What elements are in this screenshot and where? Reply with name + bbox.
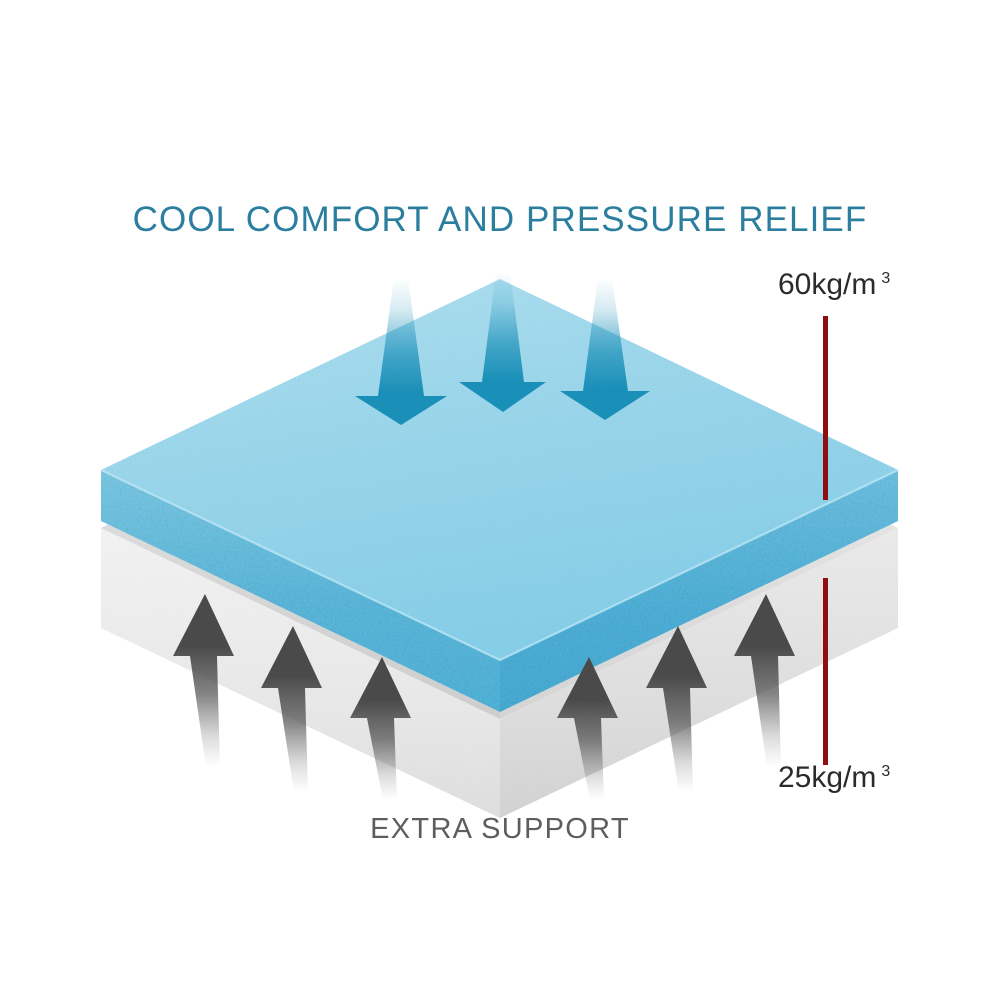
- support-layer-left-face: [101, 528, 500, 818]
- density-value-top: 60kg/m: [778, 268, 877, 301]
- density-exponent-bottom: 3: [881, 763, 891, 780]
- support-up-arrow: [350, 657, 411, 800]
- support-up-arrow: [557, 657, 618, 800]
- pressure-down-arrow: [459, 272, 546, 412]
- pressure-down-arrow: [560, 278, 650, 420]
- comfort-layer-right-face: [500, 470, 898, 712]
- measure-rule-top-layer: [823, 316, 828, 500]
- pressure-down-arrow-group: [355, 272, 650, 425]
- support-up-arrow-group: [173, 594, 795, 800]
- page-title: COOL COMFORT AND PRESSURE RELIEF: [132, 200, 868, 239]
- density-exponent-top: 3: [881, 270, 891, 287]
- density-value-bottom: 25kg/m: [778, 761, 877, 794]
- measure-rule-bottom-layer: [823, 578, 828, 765]
- pressure-down-arrow: [355, 278, 447, 425]
- support-up-arrow: [261, 626, 322, 792]
- comfort-layer-left-face: [101, 470, 500, 712]
- footer-caption: EXTRA SUPPORT: [370, 813, 630, 845]
- support-layer-top-face: [101, 518, 898, 719]
- comfort-layer-top-face: [101, 279, 898, 660]
- support-up-arrow: [173, 594, 234, 767]
- support-up-arrow: [646, 626, 707, 792]
- support-up-arrow: [734, 594, 795, 767]
